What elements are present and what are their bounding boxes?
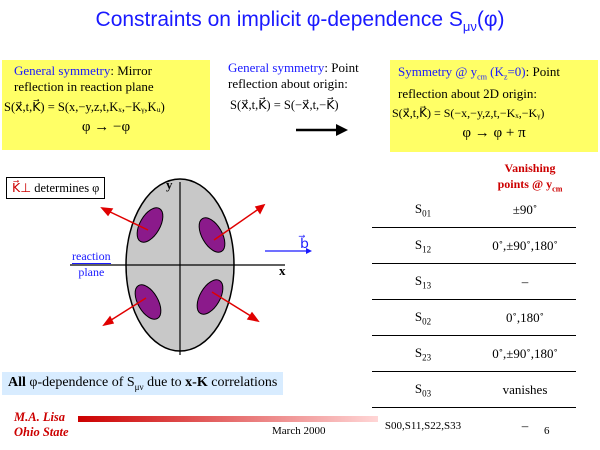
impact-parameter-label: b⃗ — [300, 237, 309, 252]
momentum-arrow-upper-right — [213, 207, 261, 241]
table-row: S13 – — [372, 263, 576, 300]
mirror-mapping: φ → −φ — [81, 119, 131, 135]
page-number: 6 — [544, 425, 550, 437]
footer-bar — [78, 416, 378, 422]
table-row: S02 0˚,180˚ — [372, 299, 576, 336]
x-axis-label: x — [279, 263, 286, 278]
emission-blob-lower-left — [134, 284, 162, 320]
momentum-arrow-upper-left — [105, 209, 149, 231]
kperp-note: K⃗⊥ determines φ — [6, 177, 106, 199]
table-row: S00,S11,S22,S33 – — [384, 417, 529, 433]
y-axis-label: y — [166, 177, 173, 192]
kperp-symbol: K⃗⊥ — [12, 181, 32, 195]
mirror-symmetry-label: General symmetry — [14, 63, 111, 78]
point-reflection-text2: reflection about origin: — [228, 76, 348, 91]
emission-blob-upper-right — [198, 217, 226, 253]
vanishing-points-table: S01 ±90˚ S12 0˚,±90˚,180˚ S13 – S02 0˚,1… — [372, 192, 576, 443]
table-row: S12 0˚,±90˚,180˚ — [372, 227, 576, 264]
point-reflection-block: General symmetry: Point reflection about… — [228, 60, 388, 113]
mirror-equation: S(x⃗,t,K⃗) = S(x,−y,z,t,Kₓ,−Kᵧ,Kᵤ) — [4, 100, 165, 114]
ycm-symmetry-text2: reflection about 2D origin: — [398, 85, 537, 101]
title-main: Constraints on implicit φ-dependence S — [95, 8, 463, 31]
point-reflection-equation: S(x⃗,t,K⃗) = S(−x⃗,t,−K⃗) — [230, 98, 339, 112]
point-reflection-text1: : Point — [324, 60, 359, 75]
kperp-text: determines φ — [31, 181, 100, 195]
emission-blob-lower-right — [196, 279, 224, 315]
ycm-symmetry-text1: : Point — [525, 64, 560, 79]
table-row: S01 ±90˚ — [372, 192, 576, 228]
mirror-symmetry-text2: reflection in reaction plane — [14, 79, 154, 94]
momentum-arrow-lower-right — [211, 291, 255, 319]
mirror-symmetry-box: General symmetry: Mirror reflection in r… — [2, 60, 210, 150]
right-arrow-icon — [296, 124, 348, 136]
mirror-symmetry-text1: : Mirror — [110, 63, 152, 78]
table-row: S03 vanishes — [372, 371, 576, 408]
correlation-note: All φ-dependence of Sμν due to x-K corre… — [2, 372, 284, 395]
emission-blob-upper-left — [136, 207, 164, 243]
title-sub: μν — [462, 19, 477, 35]
title-tail: (φ) — [476, 8, 505, 31]
table-row: S23 0˚,±90˚,180˚ — [372, 335, 576, 372]
ycm-symmetry-label: Symmetry @ ycm (Kz=0) — [398, 64, 526, 82]
ycm-equation: S(x⃗,t,K⃗) = S(−x,−y,z,t,−Kₓ,−Kᵧ) — [392, 105, 545, 120]
ycm-mapping: φ → φ + π — [462, 124, 526, 141]
vanishing-points-header: Vanishing points @ ycm — [497, 161, 563, 194]
ycm-symmetry-box: Symmetry @ ycm (Kz=0): Point reflection … — [390, 60, 598, 152]
point-reflection-label: General symmetry — [228, 60, 325, 75]
footer-date: March 2000 — [272, 425, 326, 437]
momentum-arrow-lower-left — [107, 297, 147, 323]
slide-title: Constraints on implicit φ-dependence Sμν… — [0, 8, 600, 34]
source-ellipse-diagram — [70, 178, 312, 355]
